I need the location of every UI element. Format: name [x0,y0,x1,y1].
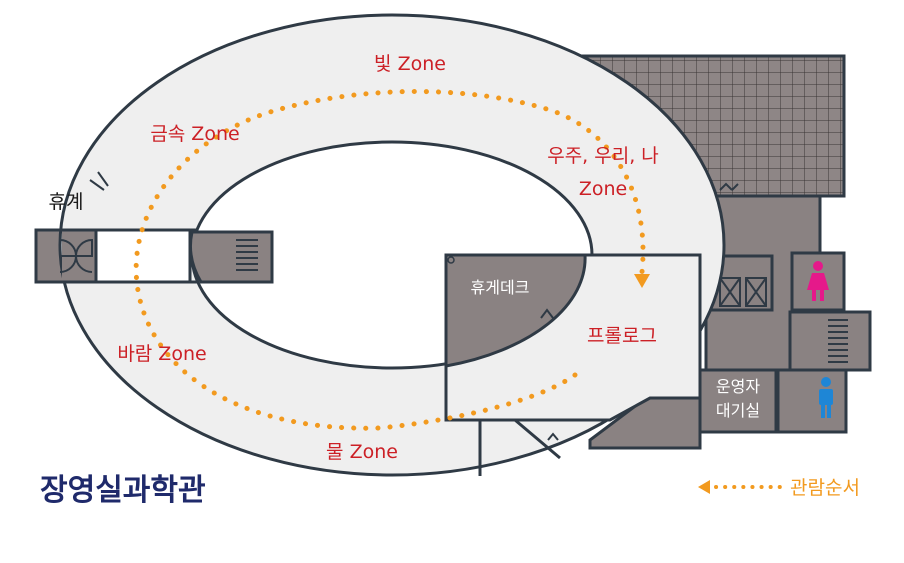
stairs-icon [828,319,848,363]
zone-universe-label-2: Zone [579,178,627,200]
elevator-icon [719,277,767,307]
zone-water-label: 물 Zone [326,441,398,463]
legend-label: 관람순서 [790,477,860,499]
staff-room [698,368,778,434]
prologue-label: 프롤로그 [587,325,657,347]
legend: 관람순서 [698,477,860,499]
inner-stairs-area [189,230,274,284]
zone-light-label: 빛 Zone [374,53,446,75]
visit-route [133,89,646,431]
rest-deck-label: 휴게데크 [471,278,530,297]
stairs-icon [236,239,258,271]
male-restroom-icon [819,377,833,418]
male-restroom [776,368,848,434]
zone-universe-label-1: 우주, 우리, 나 [547,145,659,167]
stairs-block [788,310,872,372]
zone-wind-label: 바람 Zone [117,343,206,365]
building-title: 장영실과학관 [40,473,206,508]
female-restroom-icon [807,261,829,301]
rest-area-label: 휴계 [49,191,84,213]
service-wing [588,194,872,450]
legend-arrow-icon [698,480,710,494]
staff-room-label-1: 운영자 [716,377,760,396]
route-arrow-icon [634,274,650,288]
rest-deck [444,253,587,368]
zone-metal-label: 금속 Zone [150,123,239,145]
staff-room-label-2: 대기실 [716,401,760,420]
